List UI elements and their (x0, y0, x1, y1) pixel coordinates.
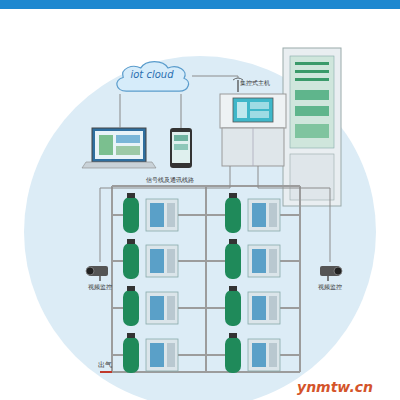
control-cabinet (283, 48, 341, 206)
node-text: 视频监控 (76, 283, 124, 292)
tank-unit (123, 333, 178, 373)
camera-symbol (86, 266, 108, 281)
tank-unit (123, 286, 178, 326)
tank-unit (123, 239, 178, 279)
tank-unit (225, 193, 280, 233)
line-note: 信号线及通讯线路 (146, 176, 194, 185)
outlet-pipe (100, 371, 112, 373)
tank-unit (225, 333, 280, 373)
node-text: iot cloud (112, 69, 192, 80)
signal-line (258, 166, 330, 262)
outlet-label: 出气 (98, 360, 112, 370)
tank-unit (225, 286, 280, 326)
control-console (220, 78, 286, 166)
camera-node: 视频监控 (76, 262, 124, 292)
signal-wire (181, 94, 182, 128)
node-text: 集控式主机 (218, 79, 292, 88)
signal-wire (120, 94, 121, 128)
signal-line (100, 166, 230, 262)
camera-node: 视频监控 (306, 262, 354, 292)
camera-symbol (320, 266, 342, 281)
phone-symbol (170, 128, 192, 168)
host-console: 集控式主机 (218, 78, 292, 166)
top-band (0, 0, 400, 9)
watermark: ynmtw.cn (297, 379, 373, 395)
laptop-symbol (82, 128, 156, 168)
tank-unit (225, 239, 280, 279)
signal-line (192, 76, 238, 78)
pipe (112, 186, 300, 372)
node-text: 视频监控 (306, 283, 354, 292)
background-circle (24, 56, 376, 400)
cloud-node: iot cloud (112, 58, 192, 94)
tank-unit (123, 193, 178, 233)
